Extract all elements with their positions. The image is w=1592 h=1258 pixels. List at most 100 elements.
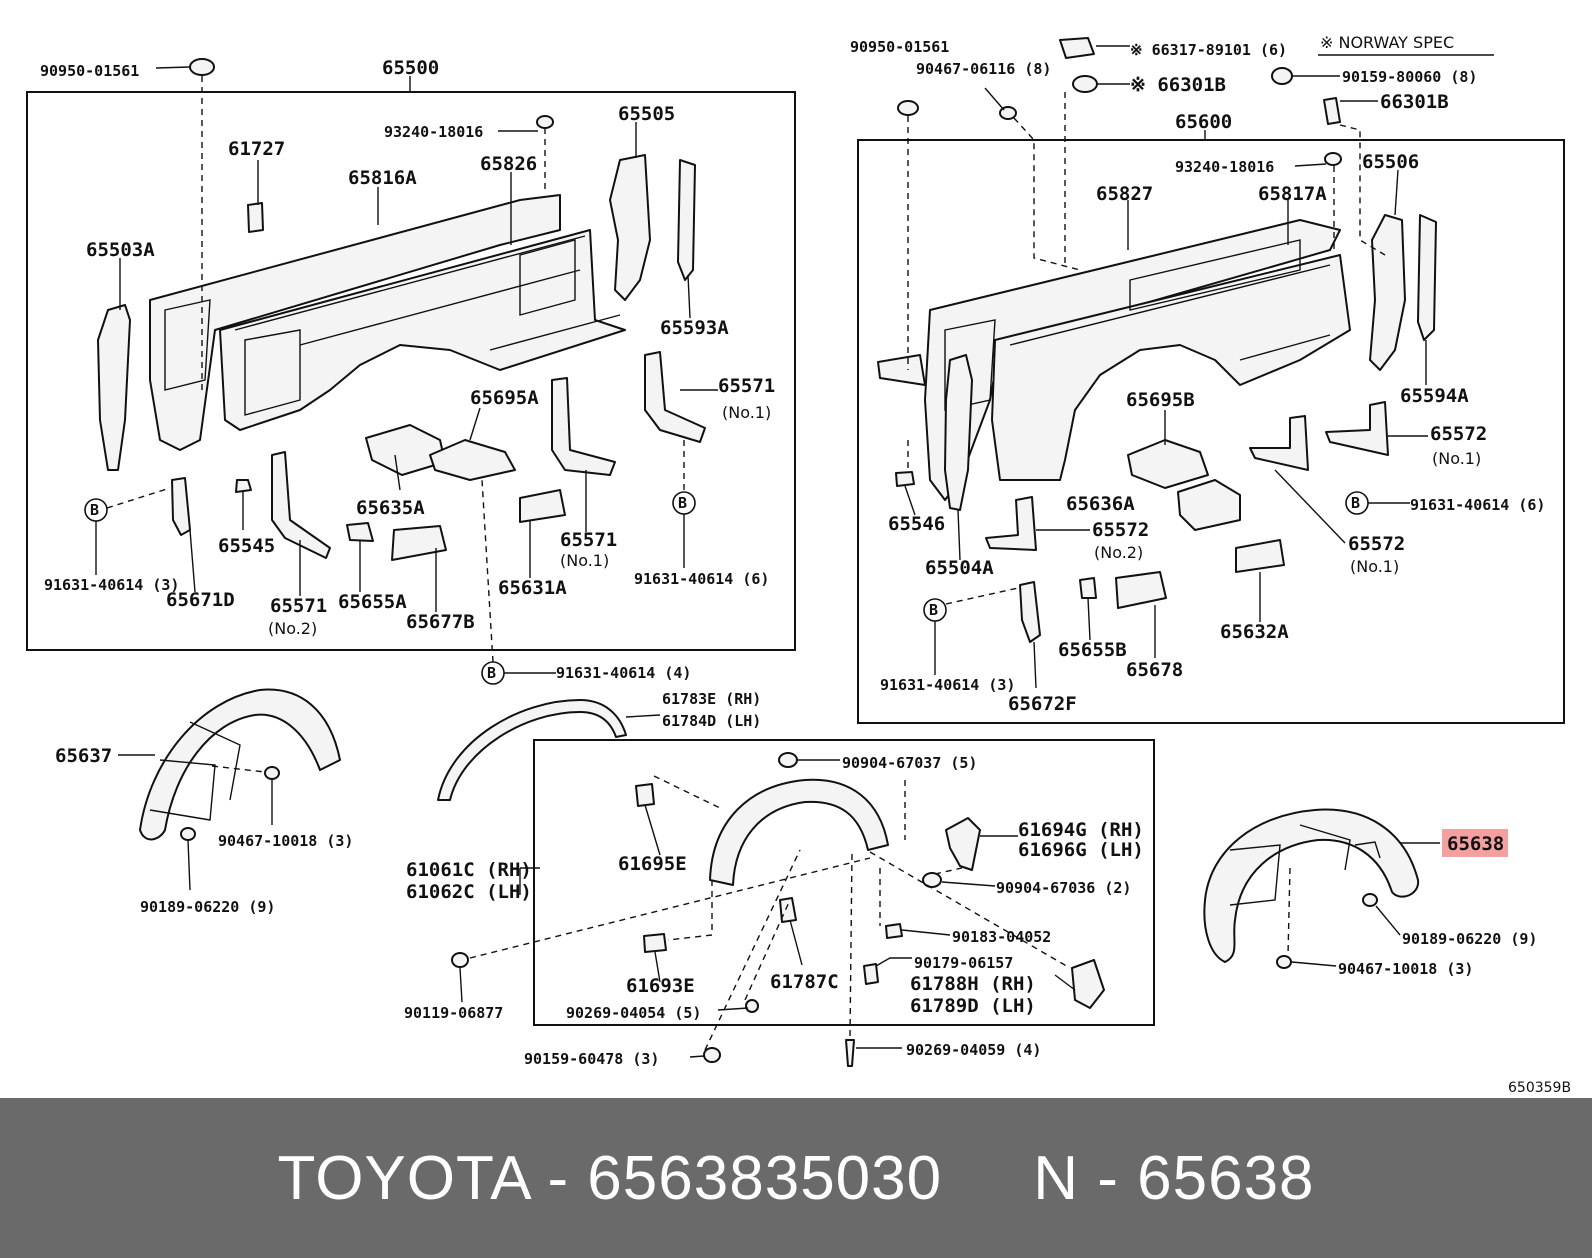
part-label: 61694G (RH) xyxy=(1018,819,1144,841)
fender-flare-61061c xyxy=(709,778,889,886)
leader-line xyxy=(1294,163,1327,167)
part-label: (No.1) xyxy=(560,551,609,570)
part-label: 91631-40614 (3) xyxy=(880,676,1015,694)
flare-bracket-61693e xyxy=(643,933,667,953)
leader-line xyxy=(984,87,1005,111)
leader-line xyxy=(1033,641,1037,689)
right-bracket-65678 xyxy=(1115,571,1167,609)
dashed-guide xyxy=(1339,124,1386,256)
part-label: 61783E (RH) xyxy=(662,690,761,708)
part-label: 65506 xyxy=(1362,151,1419,173)
fastener-screw-90159-60478 xyxy=(703,1047,721,1063)
right-pillar-reinforcement xyxy=(1417,214,1437,341)
part-label: 65505 xyxy=(618,103,675,125)
left-bracket-65671d xyxy=(171,477,191,536)
leader-line xyxy=(1375,905,1401,936)
fastener-grommet-90950 xyxy=(897,100,919,116)
part-label: 90189-06220 (9) xyxy=(1402,930,1537,948)
leader-line xyxy=(155,66,191,69)
left-pillar-reinforcement xyxy=(677,159,696,281)
part-label: 65827 xyxy=(1096,183,1153,205)
part-label: 91631-40614 (3) xyxy=(44,576,179,594)
dashed-guide xyxy=(1287,867,1291,956)
left-bracket-65571-center xyxy=(551,377,616,476)
part-label: 65677B xyxy=(406,611,475,633)
left-bracket-65695a xyxy=(429,439,516,481)
b-mark-letter: B xyxy=(487,664,496,682)
part-label: 65572 xyxy=(1348,533,1405,555)
left-bracket-61727 xyxy=(247,202,264,233)
fastener-screw-90159 xyxy=(1271,67,1293,85)
left-bracket-65571-right xyxy=(644,351,706,443)
dashed-guide xyxy=(106,487,171,509)
right-bracket-65546 xyxy=(895,471,915,487)
part-label: 65503A xyxy=(86,239,155,261)
part-label: 65632A xyxy=(1220,621,1289,643)
part-label: 65671D xyxy=(166,589,235,611)
part-label: 65695B xyxy=(1126,389,1195,411)
left-assembly-frame xyxy=(26,91,796,651)
right-bracket-65695b xyxy=(1127,439,1209,489)
part-label: ※ NORWAY SPEC xyxy=(1320,33,1454,52)
part-label: 65500 xyxy=(382,57,439,79)
flare-mudguard-61788h xyxy=(1071,959,1105,1009)
part-label: 65678 xyxy=(1126,659,1183,681)
b-mark-letter: B xyxy=(90,501,99,519)
dashed-guide xyxy=(469,857,871,959)
right-bracket-65672f xyxy=(1019,581,1041,643)
dashed-guide xyxy=(211,765,266,773)
dashed-guide xyxy=(1013,117,1081,271)
leader-line xyxy=(901,929,951,936)
part-label: 65637 xyxy=(55,745,112,767)
part-label: 90179-06157 xyxy=(914,954,1013,972)
part-label: (No.2) xyxy=(1094,543,1143,562)
leader-line xyxy=(875,957,912,967)
part-label: 90467-06116 (8) xyxy=(916,60,1051,78)
leader-line xyxy=(187,839,191,891)
part-label: 91631-40614 (6) xyxy=(634,570,769,588)
part-label: 90950-01561 xyxy=(40,62,139,80)
wheel-liner-65638 xyxy=(1203,808,1420,963)
part-label: 90183-04052 xyxy=(952,928,1051,946)
right-bracket-65572-center xyxy=(1249,415,1309,471)
leader-line xyxy=(1054,974,1076,991)
part-label: 65600 xyxy=(1175,111,1232,133)
right-bracket-65632a xyxy=(1235,539,1285,573)
leader-line xyxy=(654,951,661,983)
moulding-strip-61783e xyxy=(437,699,627,801)
part-label: 65572 xyxy=(1430,423,1487,445)
part-label: 65636A xyxy=(1066,493,1135,515)
leader-line xyxy=(625,714,661,718)
highlight-box xyxy=(1442,829,1508,857)
leader-line xyxy=(687,274,691,319)
flare-bracket-61694g xyxy=(945,817,981,871)
leader-line xyxy=(1394,169,1399,216)
leader-line xyxy=(689,1055,705,1058)
fastener-bolt-90119 xyxy=(451,952,469,968)
part-label: 65571 xyxy=(560,529,617,551)
left-rear-pillar xyxy=(609,154,651,301)
part-label: (No.1) xyxy=(722,403,771,422)
highlighted-part-label[interactable]: 65638 xyxy=(1447,833,1504,855)
fastener-screw-90189 xyxy=(1362,893,1378,907)
right-bracket-65572-right xyxy=(1325,401,1389,456)
left-bed-side-panel xyxy=(149,194,626,451)
part-label: 65672F xyxy=(1008,693,1077,715)
part-label: 90159-80060 (8) xyxy=(1342,68,1477,86)
right-bracket-65636a xyxy=(1177,479,1241,531)
part-label: 61696G (LH) xyxy=(1018,839,1144,861)
dashed-guide xyxy=(653,775,721,809)
fastener-clip-90904-67036 xyxy=(922,872,942,888)
fastener-clip-66301b-norway xyxy=(1323,97,1341,125)
part-label: 65504A xyxy=(925,557,994,579)
fender-flare-frame xyxy=(533,739,1155,1026)
part-label: 61787C xyxy=(770,971,839,993)
dashed-guide xyxy=(704,849,801,1051)
part-label: 65545 xyxy=(218,535,275,557)
b-mark-letter: B xyxy=(1351,494,1360,512)
leader-line xyxy=(459,967,463,1003)
dashed-guide xyxy=(869,851,1071,969)
right-bracket-65572-no2 xyxy=(985,496,1037,551)
fastener-nut-90179 xyxy=(863,963,879,985)
footer-part-number: TOYOTA - 6563835030 N - 65638 xyxy=(277,1143,1315,1213)
